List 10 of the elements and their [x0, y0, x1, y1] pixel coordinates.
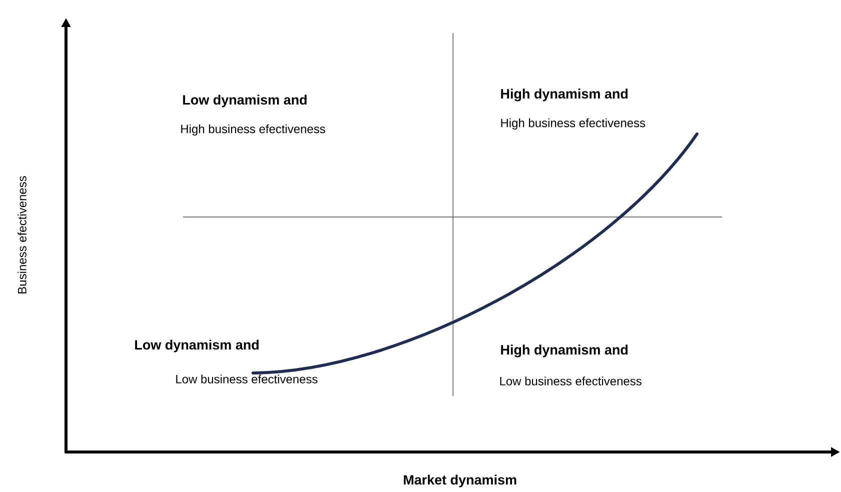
axis-title: Market dynamism — [404, 474, 516, 488]
axis-title: Business efectiveness — [18, 176, 26, 294]
quadrant-heading: High dynamism and — [501, 88, 628, 102]
quadrant-heading: Low dynamism and — [135, 340, 259, 352]
quadrant-heading: Low dynamism and — [183, 94, 307, 108]
quadrant-heading: High dynamism and — [501, 344, 628, 358]
quadrant-text: Low business efectiveness — [176, 374, 318, 384]
quadrant-text: High business efectiveness — [501, 118, 646, 130]
quadrant-text: Low business efectiveness — [500, 376, 642, 386]
quadrant-text: High business efectiveness — [181, 124, 326, 136]
